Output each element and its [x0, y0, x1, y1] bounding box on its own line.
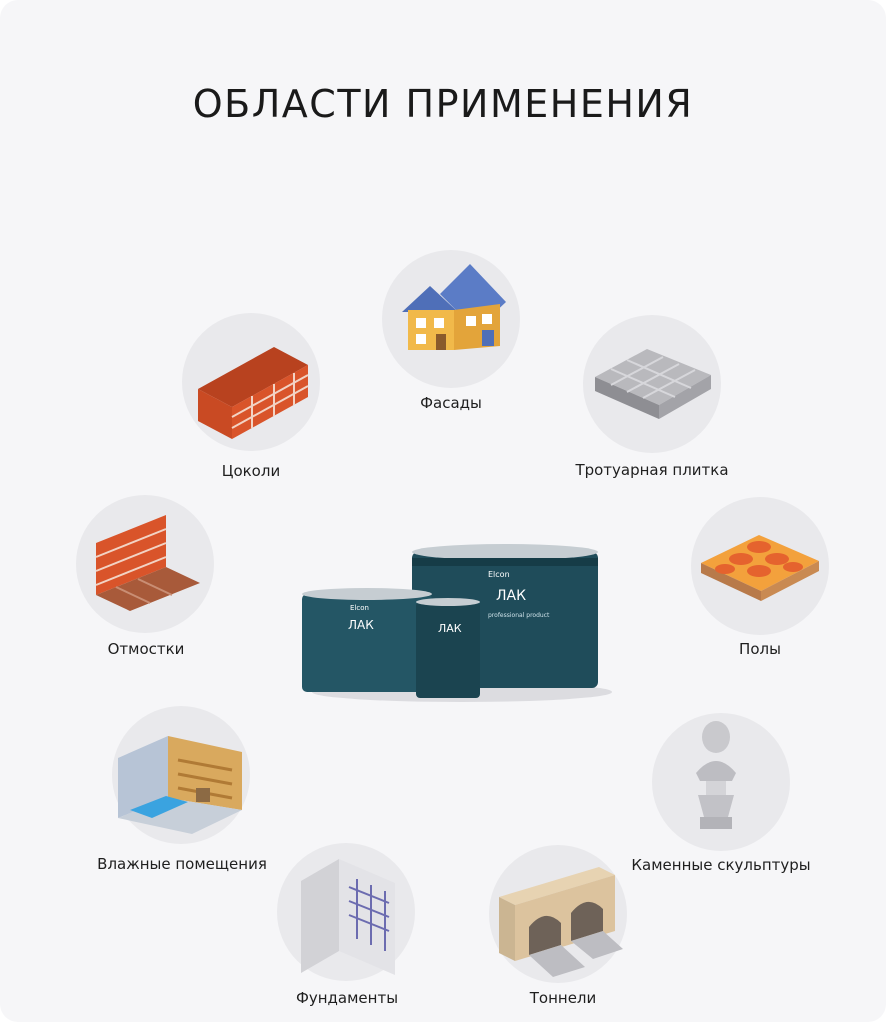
product-name-left: ЛАК — [348, 618, 374, 632]
area-label-plinths: Цоколи — [221, 462, 281, 480]
brick-wall-icon — [182, 313, 320, 451]
page-title: ОБЛАСТИ ПРИМЕНЕНИЯ — [192, 82, 694, 126]
area-label-floors: Полы — [739, 640, 781, 658]
area-label-foundations: Фундаменты — [295, 989, 399, 1007]
product-name-big: ЛАК — [496, 588, 527, 604]
area-label-tunnels: Тоннели — [529, 989, 597, 1007]
varnish-cans-icon: Elcon ЛАК professional product Elcon ЛАК… — [292, 540, 612, 710]
bust-sculpture-icon — [652, 713, 790, 851]
rebar-foundation-icon — [277, 843, 415, 981]
product-name-small: ЛАК — [438, 622, 462, 635]
area-label-blind-area: Отмостки — [107, 640, 185, 658]
floor-tile-icon — [691, 497, 829, 635]
sauna-pool-icon — [112, 706, 250, 844]
area-label-wet-rooms: Влажные помещения — [97, 855, 267, 873]
blind-area-icon — [76, 495, 214, 633]
area-label-sculptures: Каменные скульптуры — [631, 856, 811, 874]
product-brand-big: Elcon — [488, 570, 510, 579]
product-note-big: professional product — [488, 612, 550, 619]
area-label-facades: Фасады — [420, 394, 482, 412]
area-label-paving: Тротуарная плитка — [575, 461, 729, 479]
tunnel-icon — [489, 845, 627, 983]
product-brand-left: Elcon — [350, 604, 369, 612]
paving-tile-icon — [583, 315, 721, 453]
house-icon — [382, 250, 520, 388]
